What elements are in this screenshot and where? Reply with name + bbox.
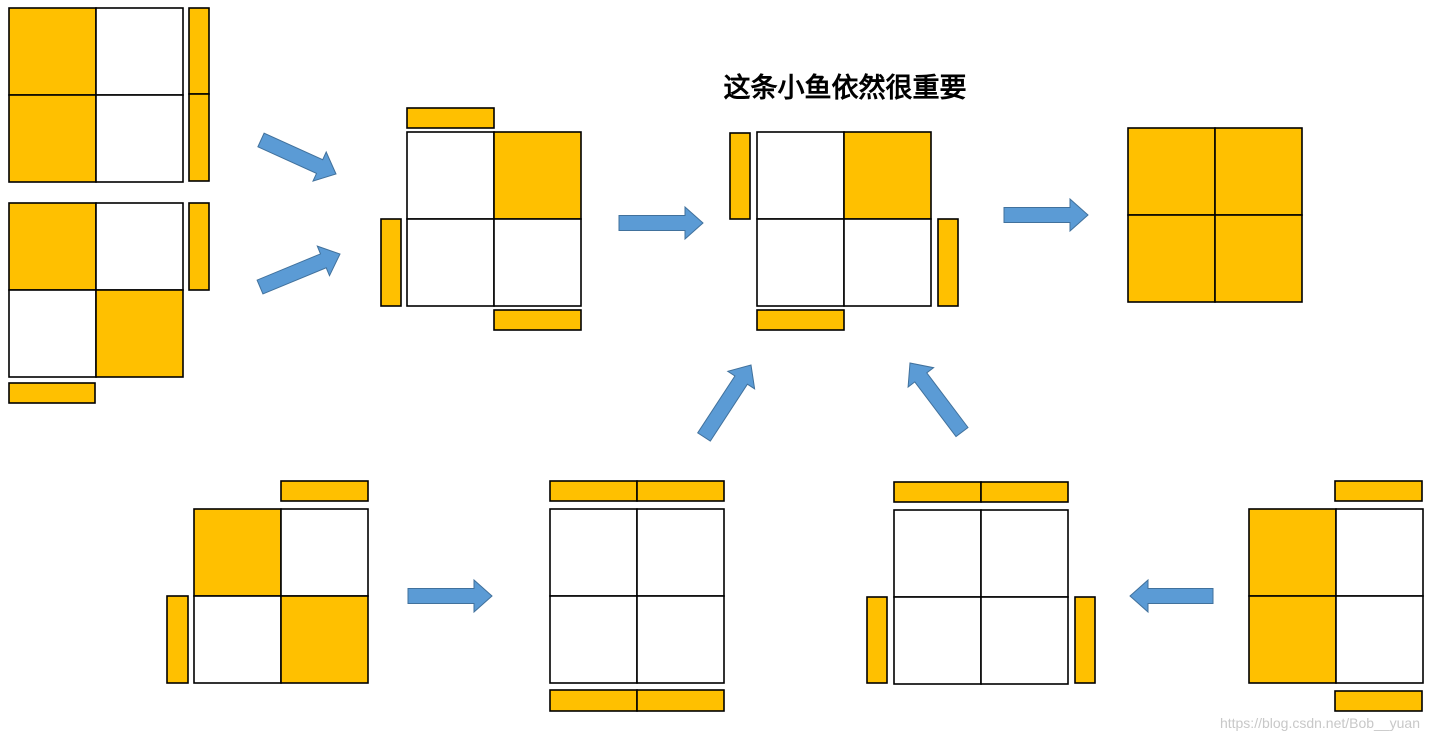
grid-cell — [8, 7, 97, 96]
grid-cell — [8, 202, 97, 291]
arrow-icon — [1003, 197, 1089, 233]
grid-cell — [1335, 508, 1424, 597]
arrow-icon — [618, 205, 704, 241]
arrow-icon — [407, 578, 493, 614]
grid-cell — [893, 509, 982, 598]
arrow-icon — [256, 245, 341, 295]
arrow-icon — [257, 132, 337, 182]
grid-cell — [493, 218, 582, 307]
yellow-bar — [866, 596, 888, 684]
grid-cell — [756, 218, 845, 307]
grid-cell — [980, 596, 1069, 685]
yellow-bar — [188, 7, 210, 95]
yellow-bar — [493, 309, 582, 331]
yellow-bar — [549, 480, 638, 502]
grid-cell — [636, 508, 725, 597]
grid-cell — [843, 218, 932, 307]
grid-cell — [280, 508, 369, 597]
grid-cell — [406, 131, 495, 220]
yellow-bar — [636, 689, 725, 712]
shapes-layer — [8, 7, 1424, 712]
grid-top-left-1 — [8, 7, 184, 183]
grid-cell — [1248, 508, 1337, 597]
watermark: https://blog.csdn.net/Bob__yuan — [1219, 715, 1420, 731]
arrow-icon — [697, 364, 756, 442]
grid-result — [1127, 127, 1303, 303]
grid-cell — [8, 94, 97, 183]
grid-cell — [280, 595, 369, 684]
yellow-bar — [406, 107, 495, 129]
yellow-bar — [188, 93, 210, 182]
grid-cell — [193, 595, 282, 684]
yellow-bar — [1074, 596, 1096, 684]
arrow-icon — [907, 362, 969, 438]
grid-merge-1 — [406, 131, 582, 307]
yellow-bar — [893, 481, 982, 503]
grid-cell — [549, 595, 638, 684]
yellow-bar — [729, 132, 751, 220]
grid-top-left-2 — [8, 202, 184, 378]
yellow-bar — [1334, 480, 1423, 502]
grid-cell — [636, 595, 725, 684]
grid-cell — [95, 7, 184, 96]
grid-cell — [1127, 214, 1216, 303]
grid-bottom-2 — [549, 508, 725, 684]
yellow-bar — [980, 481, 1069, 503]
grid-cell — [95, 289, 184, 378]
grid-cell — [95, 202, 184, 291]
grid-cell — [1214, 214, 1303, 303]
grid-cell — [549, 508, 638, 597]
yellow-bar — [280, 480, 369, 502]
grid-cell — [1127, 127, 1216, 216]
yellow-bar — [188, 202, 210, 291]
grid-cell — [1248, 595, 1337, 684]
arrows-layer — [256, 132, 1214, 614]
grid-cell — [843, 131, 932, 220]
grid-cell — [893, 596, 982, 685]
yellow-bar — [937, 218, 959, 307]
grid-cell — [493, 131, 582, 220]
grid-cell — [1214, 127, 1303, 216]
yellow-bar — [636, 480, 725, 502]
diagram-title: 这条小鱼依然很重要 — [723, 73, 967, 104]
grid-cell — [95, 94, 184, 183]
grid-cell — [406, 218, 495, 307]
grid-cell — [8, 289, 97, 378]
grid-bottom-1 — [193, 508, 369, 684]
grid-cell — [756, 131, 845, 220]
grid-bottom-3 — [893, 509, 1069, 685]
yellow-bar — [166, 595, 189, 684]
arrow-icon — [1129, 578, 1214, 614]
grid-merge-2 — [756, 131, 932, 307]
grid-cell — [193, 508, 282, 597]
grid-bottom-4 — [1248, 508, 1424, 684]
yellow-bar — [380, 218, 402, 307]
yellow-bar — [549, 689, 638, 712]
yellow-bar — [1334, 690, 1423, 712]
yellow-bar — [756, 309, 845, 331]
yellow-bar — [8, 382, 96, 404]
grid-cell — [980, 509, 1069, 598]
grid-cell — [1335, 595, 1424, 684]
